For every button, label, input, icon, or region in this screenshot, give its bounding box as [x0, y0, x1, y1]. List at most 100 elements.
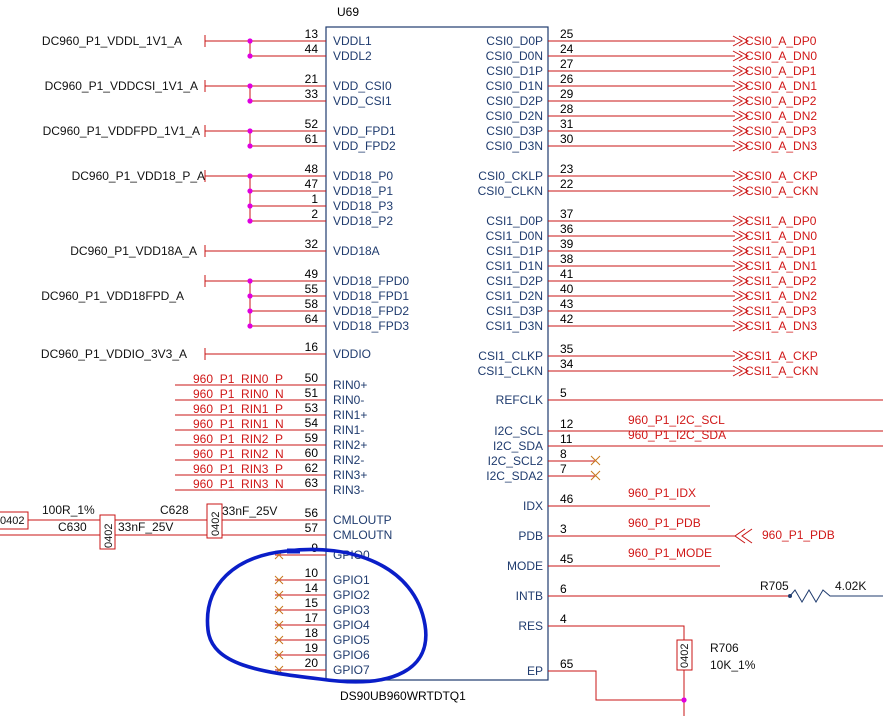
pin-name-i2c-scl: I2C_SCL: [494, 424, 543, 438]
pin-name-idx: IDX: [523, 499, 543, 513]
rin-net-label: 960_P1_RIN1_P: [193, 402, 283, 416]
chip-part: DS90UB960WRTDTQ1: [340, 689, 466, 703]
pin-name-gpio3: GPIO3: [333, 603, 370, 617]
csi-port-label: CSI0_A_DP1: [745, 64, 817, 78]
pin-name-rin0-: RIN0-: [333, 393, 364, 407]
resistor-cml-pkg: 0402: [0, 515, 24, 527]
pin-name-vdd-csi0: VDD_CSI0: [333, 79, 392, 93]
junction-dot: [247, 323, 253, 329]
pin-number: 44: [305, 42, 319, 56]
junction-dot: [247, 278, 253, 284]
csi-port-label: CSI0_A_DN2: [745, 109, 817, 123]
csi-port-label: CSI0_A_CKP: [745, 169, 818, 183]
pin-name-csi1-clkn: CSI1_CLKN: [478, 364, 543, 378]
pin-name-vddio: VDDIO: [333, 347, 371, 361]
r705-value: 4.02K: [835, 579, 866, 593]
csi-port-label: CSI1_A_DN2: [745, 289, 817, 303]
no-connect-mark: [274, 575, 284, 585]
pin-name-csi0-clkn: CSI0_CLKN: [478, 184, 543, 198]
pin-number: 34: [560, 357, 574, 371]
pin-number: 64: [305, 312, 319, 326]
pin-name-csi1-d0n: CSI1_D0N: [486, 229, 543, 243]
pin-number: 40: [560, 282, 574, 296]
pin-name-csi1-d3p: CSI1_D3P: [486, 304, 543, 318]
port-arrow: [732, 215, 750, 227]
junction-dot: [681, 697, 687, 703]
pin-name-rin2-: RIN2+: [333, 438, 367, 452]
pin-name-vdd18-p2: VDD18_P2: [333, 214, 393, 228]
pin-number: 32: [305, 237, 319, 251]
pin-number: 8: [560, 447, 567, 461]
csi-port-label: CSI1_A_DP0: [745, 214, 817, 228]
pin-number: 14: [305, 581, 319, 595]
resistor-cml: [0, 511, 29, 530]
net-labels: DC960_P1_VDDL_1V1_ADC960_P1_VDDCSI_1V1_A…: [41, 34, 835, 560]
port-arrow: [732, 110, 750, 122]
pin-number: 11: [560, 432, 573, 446]
pin-name-rin1-: RIN1+: [333, 408, 367, 422]
pin-name-gpio4: GPIO4: [333, 618, 370, 632]
pin-number: 19: [305, 641, 319, 655]
resistor-cml-value: 100R_1%: [42, 503, 95, 517]
pin-name-res: RES: [518, 619, 543, 633]
junction-dot: [247, 308, 253, 314]
pin-name-csi0-d1p: CSI0_D1P: [486, 64, 543, 78]
pin-name-csi0-d2n: CSI0_D2N: [486, 109, 543, 123]
signal-net-mode: 960_P1_MODE: [628, 546, 712, 560]
pin-number: 42: [560, 312, 574, 326]
pin-number: 31: [560, 117, 574, 131]
pin-number: 53: [305, 401, 319, 415]
pin-number: 3: [560, 522, 567, 536]
pin-name-csi1-d0p: CSI1_D0P: [486, 214, 543, 228]
intb-pullup: R705 4.02K: [548, 579, 883, 603]
port-arrow: [732, 125, 750, 137]
csi-port-label: CSI1_A_DN3: [745, 319, 817, 333]
pin-number: 5: [560, 386, 567, 400]
signal-net-pdb_port: 960_P1_PDB: [762, 528, 835, 542]
rin-net-label: 960_P1_RIN0_N: [193, 387, 284, 401]
pin-name-pdb: PDB: [518, 529, 543, 543]
port-arrow: [732, 65, 750, 77]
no-connect-mark: [274, 590, 284, 600]
pin-name-rin3-: RIN3-: [333, 483, 364, 497]
pin-name-rin2-: RIN2-: [333, 453, 364, 467]
pin-name-rin1-: RIN1-: [333, 423, 364, 437]
power-net-label: DC960_P1_VDDL_1V1_A: [42, 34, 182, 48]
junction-dot: [247, 218, 253, 224]
pin-number: 17: [305, 611, 319, 625]
r706-pkg: 0402: [679, 644, 691, 668]
port-arrow: [732, 95, 750, 107]
c630-body: [99, 514, 116, 550]
pin-number: 4: [560, 612, 567, 626]
pin-name-csi0-d3n: CSI0_D3N: [486, 139, 543, 153]
pin-number: 36: [560, 222, 574, 236]
gpio-highlight-circle: [205, 547, 428, 684]
pin-number: 10: [305, 566, 319, 580]
c630-value: 33nF_25V: [118, 520, 173, 534]
port-arrow: [732, 260, 750, 272]
pin-number: 35: [560, 342, 574, 356]
pin-number: 27: [560, 57, 574, 71]
pin-name-vdd18-fpd1: VDD18_FPD1: [333, 289, 409, 303]
pin-name-rin3-: RIN3+: [333, 468, 367, 482]
port-arrow: [732, 290, 750, 302]
pin-number: 59: [305, 431, 319, 445]
pin-name-csi0-d0n: CSI0_D0N: [486, 49, 543, 63]
pin-name-csi0-d3p: CSI0_D3P: [486, 124, 543, 138]
junction-dot: [247, 38, 253, 44]
junction-dot: [247, 143, 253, 149]
wiring: [175, 35, 750, 675]
power-rails: [204, 35, 253, 360]
pin-name-csi1-d1p: CSI1_D1P: [486, 244, 543, 258]
no-connect-mark: [274, 605, 284, 615]
pin-number: 55: [305, 282, 319, 296]
pin-number: 26: [560, 72, 574, 86]
junction-dot: [247, 293, 253, 299]
rin-net-label: 960_P1_RIN2_N: [193, 447, 284, 461]
pin-number: 13: [305, 27, 319, 41]
csi-port-label: CSI1_A_DN1: [745, 259, 817, 273]
junction-dot: [247, 53, 253, 59]
pin-name-vdd-csi1: VDD_CSI1: [333, 94, 392, 108]
